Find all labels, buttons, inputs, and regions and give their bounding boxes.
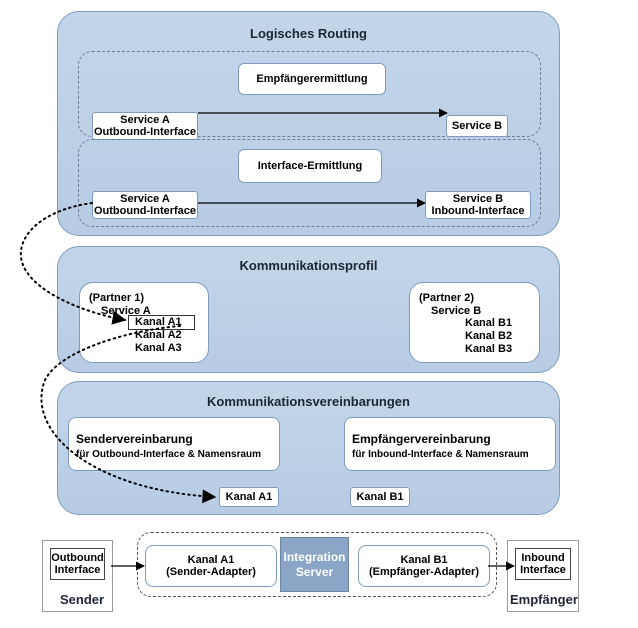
outbound-interface-label: Outbound-Interface: [93, 126, 197, 138]
service-a-label-2: Service A: [120, 193, 170, 205]
inbound-interface-label: Inbound-Interface: [431, 205, 525, 217]
agreement-channel-b1-label: Kanal B1: [356, 491, 404, 503]
receiver-agreement-box: Empfängervereinbarung für Inbound-Interf…: [344, 417, 556, 471]
logical-routing-title: Logisches Routing: [250, 26, 367, 41]
channel-b3-label: Kanal B3: [465, 343, 513, 355]
interface-determination-box: Interface-Ermittlung: [238, 149, 382, 183]
partner-2-label: (Partner 2): [419, 292, 475, 304]
partner-1-box: (Partner 1) Service A Kanal A1 Kanal A2 …: [79, 282, 209, 363]
receiver-adapter-line1: Kanal B1: [400, 554, 448, 566]
receiver-determination-box: Empfängerermittlung: [238, 63, 386, 95]
sender-adapter-line2: (Sender-Adapter): [166, 566, 256, 578]
channel-b1-label: Kanal B1: [465, 317, 513, 329]
service-a-outbound-box: Service A Outbound-Interface: [92, 112, 198, 140]
inbound-interface-line1: Inbound: [521, 552, 565, 564]
service-a-outbound-box-2: Service A Outbound-Interface: [92, 191, 198, 219]
sender-label: Sender: [60, 592, 105, 607]
channel-a1-label: Kanal A1: [128, 315, 195, 330]
integration-server-line1: Integration: [283, 549, 346, 564]
outbound-interface-label-2: Outbound-Interface: [93, 205, 197, 217]
receiver-agreement-title: Empfängervereinbarung: [352, 432, 491, 446]
communication-agreements-title: Kommunikationsvereinbarungen: [207, 394, 410, 409]
agreement-channel-a1-box: Kanal A1: [219, 487, 279, 507]
receiver-determination-label: Empfängerermittlung: [256, 73, 368, 85]
outbound-interface-line1: Outbound: [51, 552, 104, 564]
receiver-adapter-line2: (Empfänger-Adapter): [368, 566, 479, 578]
integration-server-line2: Server: [295, 564, 334, 579]
receiver-system: Inbound Interface Empfänger: [507, 540, 579, 612]
partner-2-box: (Partner 2) Service B Kanal B1 Kanal B2 …: [409, 282, 540, 363]
receiver-agreement-subtitle: für Inbound-Interface & Namensraum: [352, 449, 529, 460]
communication-profile-panel: Kommunikationsprofil (Partner 1) Service…: [57, 246, 560, 373]
interface-determination-label: Interface-Ermittlung: [257, 160, 363, 172]
receiver-adapter-box: Kanal B1 (Empfänger-Adapter): [358, 545, 490, 587]
sender-adapter-box: Kanal A1 (Sender-Adapter): [145, 545, 277, 587]
outbound-interface-line2: Interface: [54, 564, 101, 576]
channel-a2-label: Kanal A2: [135, 329, 182, 341]
sender-system: Outbound Interface Sender: [42, 540, 113, 612]
channel-a3-label: Kanal A3: [135, 342, 182, 354]
interface-determination-panel: Interface-Ermittlung Service A Outbound-…: [78, 139, 541, 227]
service-a-label: Service A: [120, 114, 170, 126]
service-b-inbound-box: Service B Inbound-Interface: [425, 191, 531, 219]
inbound-interface-line2: Interface: [520, 564, 566, 576]
integration-server-box: Integration Server: [280, 537, 349, 592]
partner-1-label: (Partner 1): [89, 292, 145, 304]
logical-routing-panel: Logisches Routing Empfängerermittlung Se…: [57, 11, 560, 236]
receiver-label: Empfänger: [510, 592, 578, 607]
service-b-label: Service B: [451, 120, 503, 132]
sender-adapter-line1: Kanal A1: [187, 554, 235, 566]
sender-agreement-title: Sendervereinbarung: [76, 432, 193, 446]
sender-agreement-subtitle: für Outbound-Interface & Namensraum: [76, 449, 262, 460]
agreement-channel-b1-box: Kanal B1: [350, 487, 410, 507]
sender-agreement-box: Sendervereinbarung für Outbound-Interfac…: [68, 417, 280, 471]
agreement-channel-a1-label: Kanal A1: [225, 491, 273, 503]
receiver-determination-panel: Empfängerermittlung Service A Outbound-I…: [78, 51, 541, 140]
channel-b2-label: Kanal B2: [465, 330, 513, 342]
communication-profile-title: Kommunikationsprofil: [239, 258, 378, 273]
inbound-interface-box: Inbound Interface: [515, 548, 571, 580]
partner-2-service: Service B: [431, 305, 482, 317]
service-b-box: Service B: [446, 115, 508, 137]
service-b-label-2: Service B: [452, 193, 504, 205]
communication-agreements-panel: Kommunikationsvereinbarungen Senderverei…: [57, 381, 560, 515]
outbound-interface-box: Outbound Interface: [50, 548, 105, 580]
